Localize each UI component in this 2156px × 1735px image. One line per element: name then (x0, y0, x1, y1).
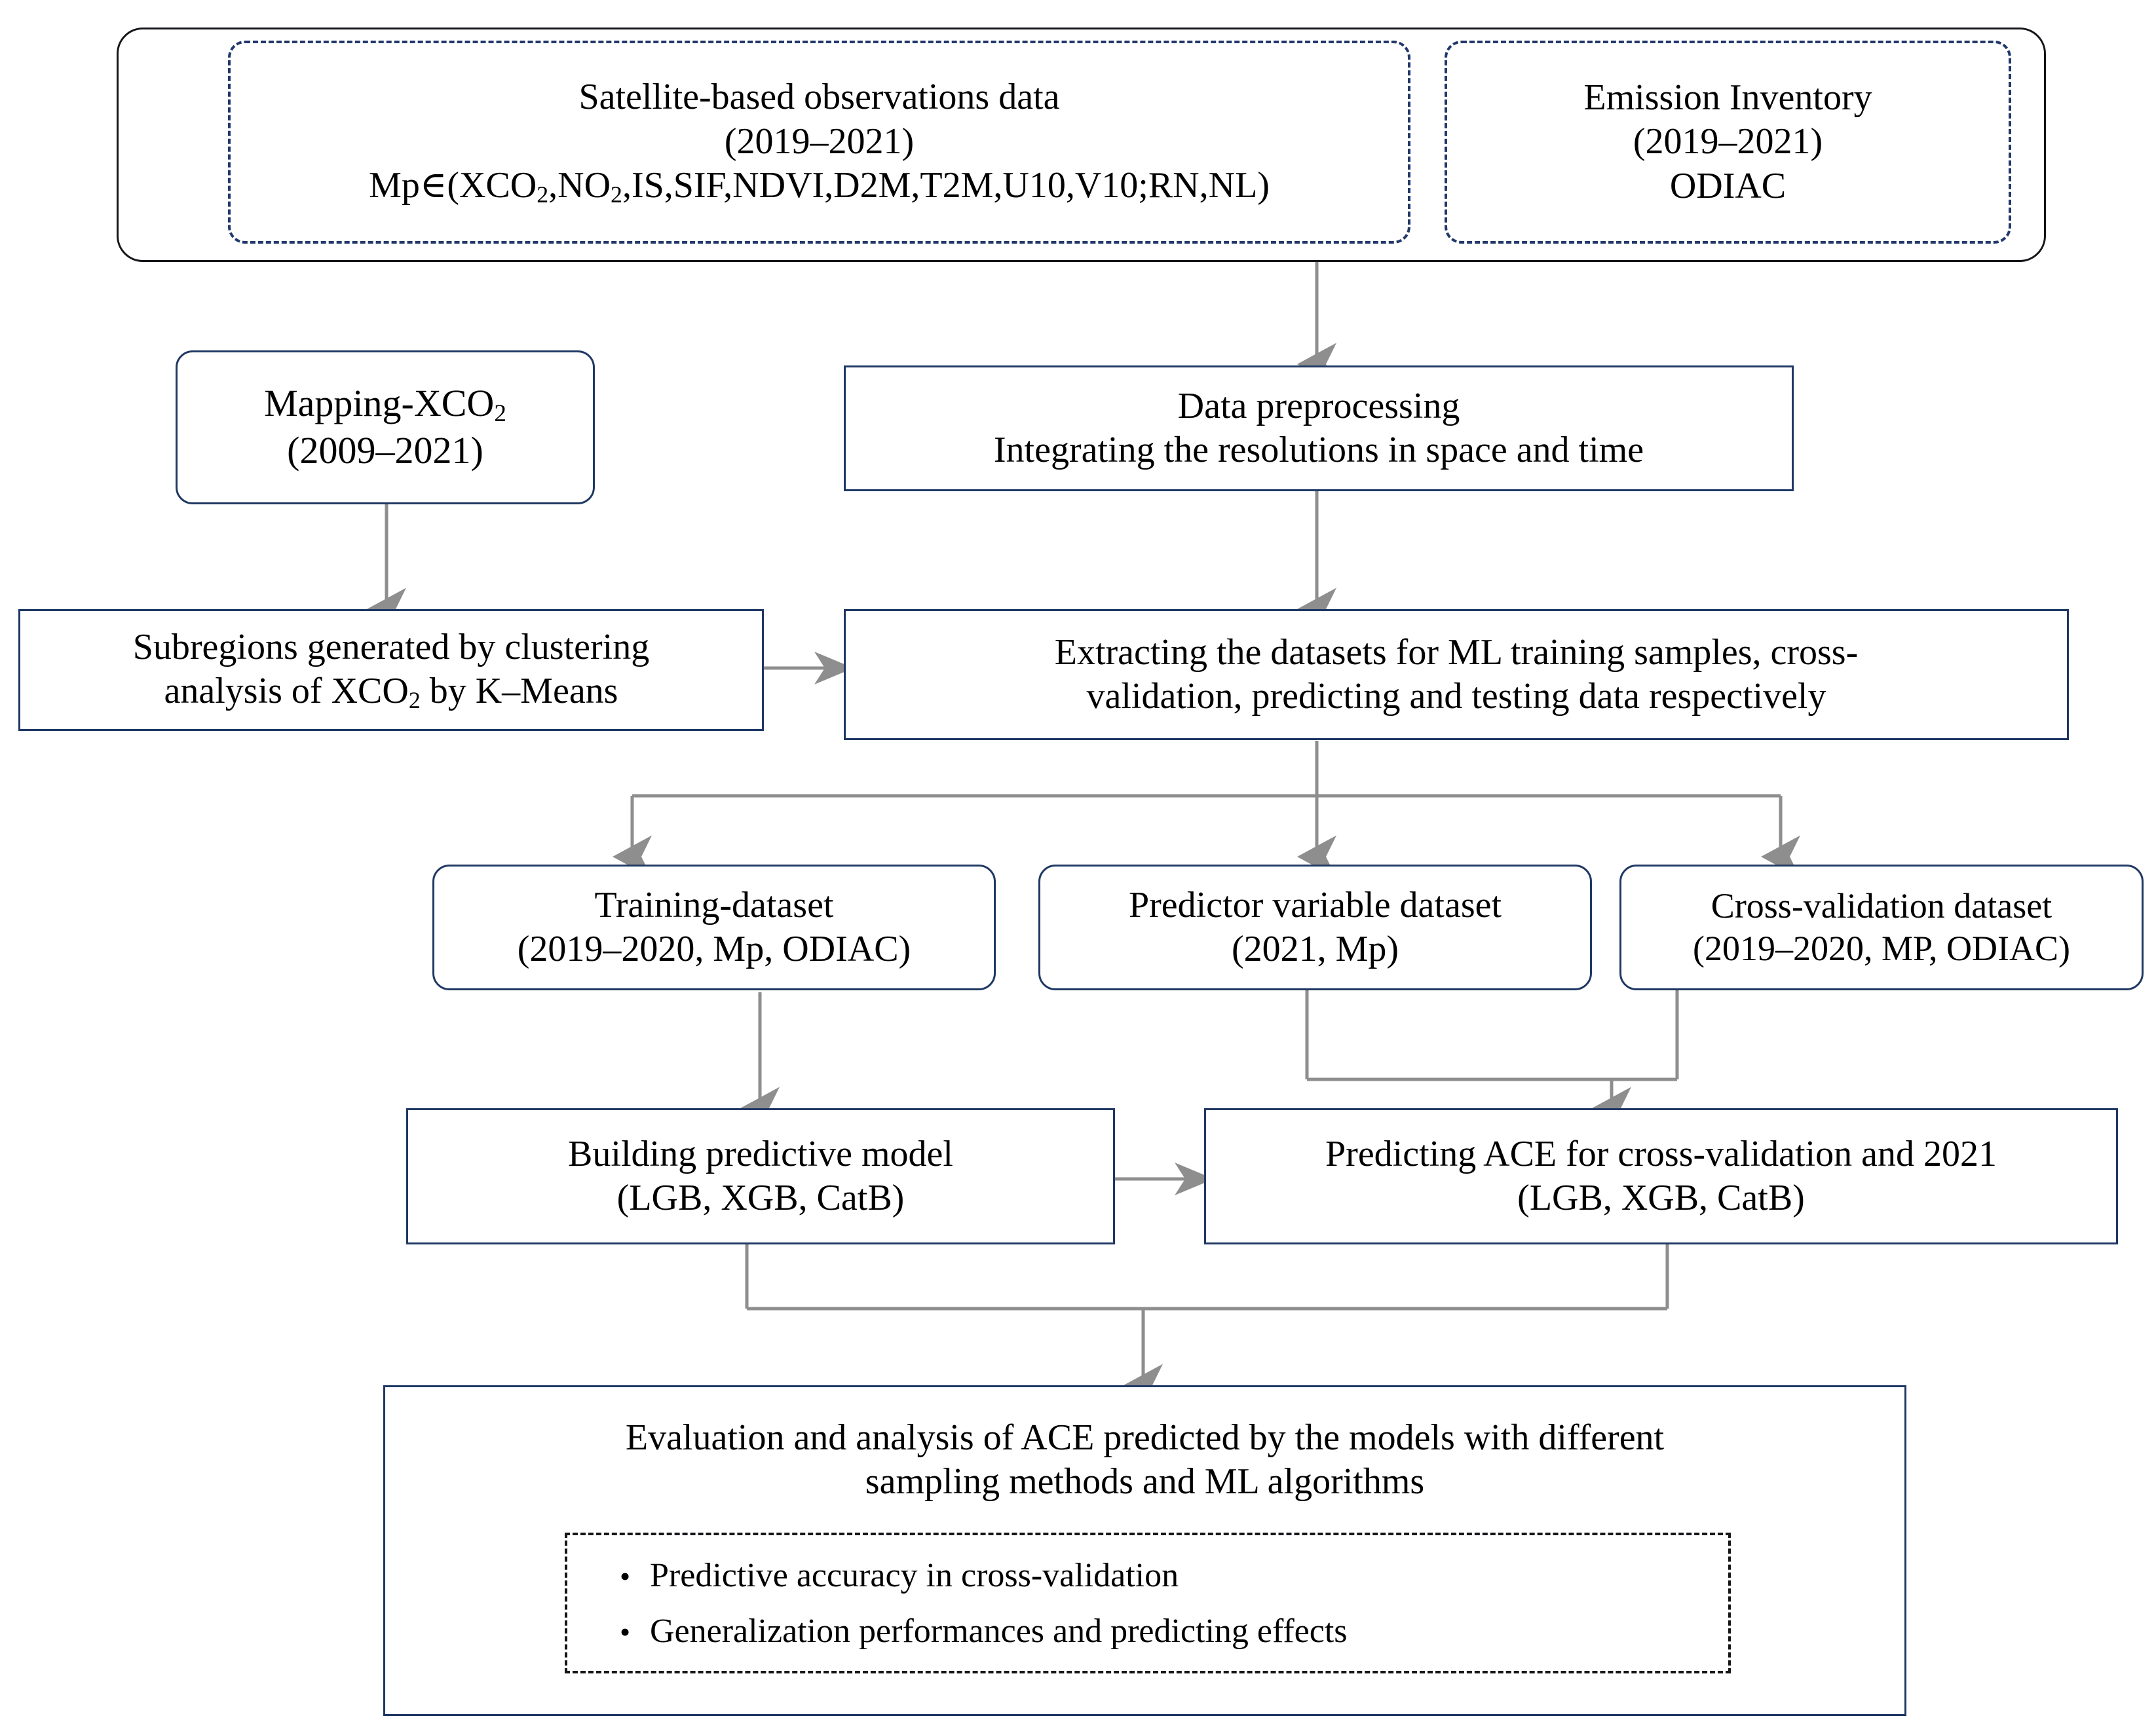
emission-inventory-box: Emission Inventory (2019–2021) ODIAC (1445, 41, 2011, 244)
satellite-line-2: (2019–2021) (724, 121, 915, 162)
sub-2-a: 2 (537, 181, 549, 208)
sub-2-b: 2 (611, 181, 622, 208)
predictor-line-2: (2021, Mp) (1231, 929, 1399, 969)
data-preprocessing-text: Data preprocessing Integrating the resol… (846, 384, 1792, 472)
satellite-line-1: Satellite-based observations data (578, 77, 1060, 118)
evaluation-bullets-box: • Predictive accuracy in cross-validatio… (565, 1533, 1731, 1673)
emission-inventory-text: Emission Inventory (2019–2021) ODIAC (1447, 76, 2009, 208)
subregions-text: Subregions generated by clustering analy… (20, 625, 762, 715)
evaluation-box: Evaluation and analysis of ACE predicted… (383, 1385, 1906, 1716)
predictor-dataset-text: Predictor variable dataset (2021, Mp) (1040, 884, 1590, 971)
subregions-line-1: Subregions generated by clustering (132, 626, 650, 667)
subregions-box: Subregions generated by clustering analy… (18, 609, 764, 731)
bullet-icon: • (620, 1614, 631, 1649)
data-sources-capsule (117, 28, 2046, 262)
member-of-symbol: ∈ (419, 164, 447, 206)
building-line-2: (LGB, XGB, CatB) (616, 1178, 905, 1218)
training-dataset-text: Training-dataset (2019–2020, Mp, ODIAC) (434, 884, 994, 971)
emission-line-3: ODIAC (1669, 165, 1787, 206)
training-dataset-box: Training-dataset (2019–2020, Mp, ODIAC) (432, 865, 996, 990)
predicting-line-2: (LGB, XGB, CatB) (1517, 1178, 1805, 1218)
satellite-mid: ,NO (548, 164, 611, 206)
building-model-text: Building predictive model (LGB, XGB, Cat… (408, 1132, 1113, 1220)
mapping-label: Mapping-XCO (264, 382, 495, 425)
mapping-xco2-box: Mapping-XCO2 (2009–2021) (176, 350, 595, 504)
predicting-ace-text: Predicting ACE for cross-validation and … (1206, 1132, 2116, 1220)
satellite-observations-box: Satellite-based observations data (2019–… (228, 41, 1410, 244)
emission-line-2: (2019–2021) (1633, 121, 1823, 162)
evaluation-line-2: sampling methods and ML algorithms (865, 1461, 1425, 1502)
evaluation-line-1: Evaluation and analysis of ACE predicted… (625, 1417, 1665, 1458)
evaluation-heading: Evaluation and analysis of ACE predicted… (385, 1387, 1904, 1504)
satellite-observations-text: Satellite-based observations data (2019–… (231, 75, 1408, 208)
training-line-2: (2019–2020, Mp, ODIAC) (517, 929, 911, 969)
list-item: • Generalization performances and predic… (620, 1610, 1728, 1652)
mapping-xco2-text: Mapping-XCO2 (2009–2021) (178, 381, 593, 473)
mapping-line-1: Mapping-XCO2 (187, 381, 584, 428)
building-model-box: Building predictive model (LGB, XGB, Cat… (406, 1108, 1115, 1244)
data-preprocessing-box: Data preprocessing Integrating the resol… (844, 365, 1794, 491)
crossval-line-1: Cross-validation dataset (1711, 886, 2052, 926)
satellite-line-3: Mp∈(XCO2,NO2,IS,SIF,NDVI,D2M,T2M,U10,V10… (240, 164, 1399, 209)
subregions-line-2: analysis of XCO2 by K–Means (29, 669, 753, 715)
crossval-dataset-text: Cross-validation dataset (2019–2020, MP,… (1621, 885, 2142, 970)
crossval-dataset-box: Cross-validation dataset (2019–2020, MP,… (1619, 865, 2144, 990)
preprocessing-line-1: Data preprocessing (1177, 385, 1460, 426)
subregions-kmeans: by K–Means (420, 671, 618, 712)
satellite-rest: ,IS,SIF,NDVI,D2M,T2M,U10,V10;RN,NL) (622, 164, 1270, 206)
predicting-line-1: Predicting ACE for cross-validation and … (1325, 1133, 1997, 1174)
extracting-datasets-box: Extracting the datasets for ML training … (844, 609, 2069, 740)
emission-line-1: Emission Inventory (1583, 77, 1872, 119)
training-line-1: Training-dataset (594, 884, 834, 925)
satellite-open: (XCO (447, 164, 537, 206)
bullet-label-1: Predictive accuracy in cross-validation (650, 1556, 1179, 1594)
bullet-label-2: Generalization performances and predicti… (650, 1612, 1348, 1650)
building-line-1: Building predictive model (568, 1133, 953, 1174)
predictor-dataset-box: Predictor variable dataset (2021, Mp) (1038, 865, 1592, 990)
list-item: • Predictive accuracy in cross-validatio… (620, 1554, 1728, 1597)
sub-2-mapping: 2 (494, 400, 506, 428)
extracting-line-2: validation, predicting and testing data … (1086, 676, 1826, 717)
extracting-text: Extracting the datasets for ML training … (846, 631, 2067, 718)
predicting-ace-box: Predicting ACE for cross-validation and … (1204, 1108, 2118, 1244)
satellite-mp: Mp (369, 164, 420, 206)
subregions-analysis: analysis of XCO (164, 671, 409, 712)
predictor-line-1: Predictor variable dataset (1128, 884, 1502, 925)
sub-2-subregions: 2 (408, 687, 421, 714)
bullet-icon: • (620, 1559, 631, 1593)
crossval-line-2: (2019–2020, MP, ODIAC) (1692, 929, 2071, 968)
extracting-line-1: Extracting the datasets for ML training … (1054, 631, 1859, 673)
preprocessing-line-2: Integrating the resolutions in space and… (993, 430, 1644, 470)
mapping-line-2: (2009–2021) (287, 429, 483, 472)
